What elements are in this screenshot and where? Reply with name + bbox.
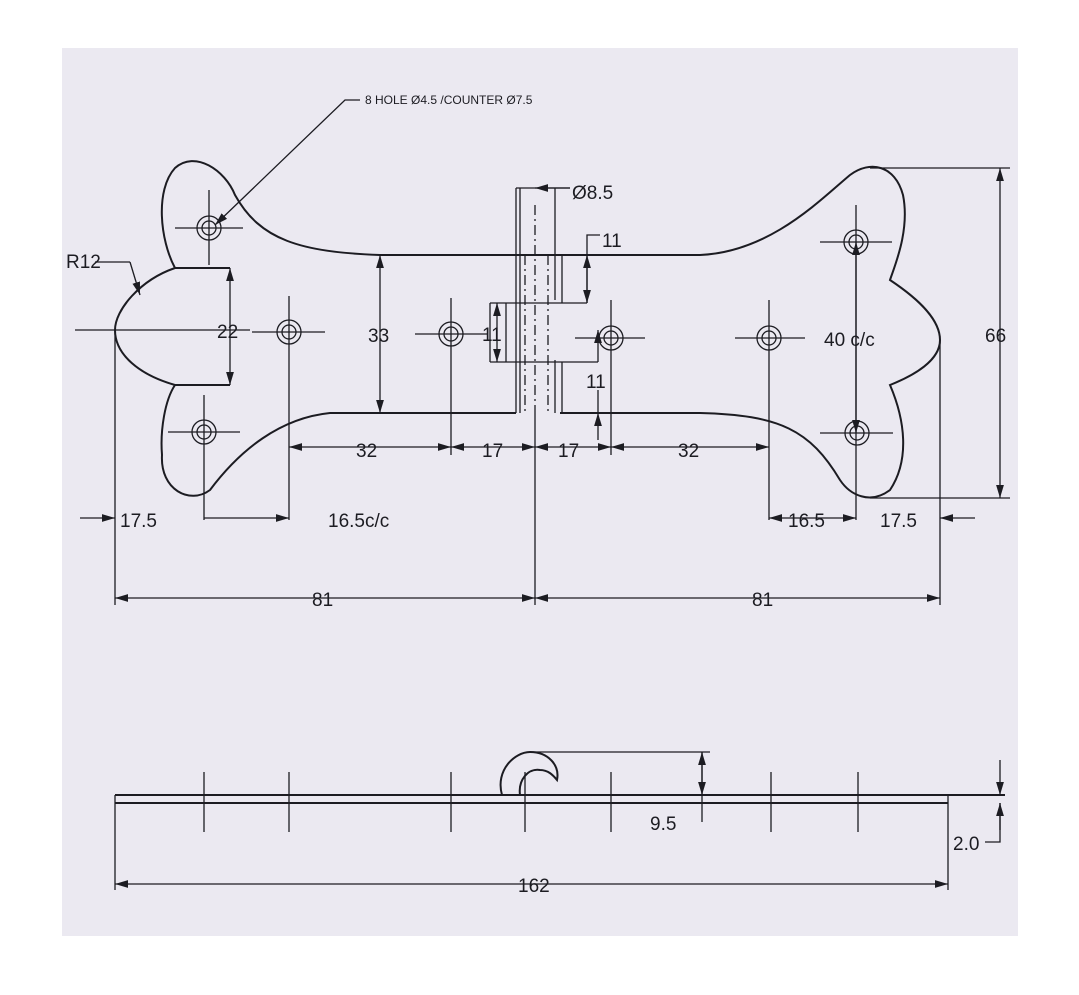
knuckle [489, 187, 598, 413]
dim-label: 11 [586, 372, 606, 393]
dim-label: 32 [356, 441, 377, 462]
dim-label: 11 [602, 231, 622, 252]
dim-label: 32 [678, 441, 699, 462]
dim-label: 11 [482, 325, 502, 346]
dim-label: 40 c/c [824, 330, 875, 351]
dim-label: 22 [217, 322, 238, 343]
dim-label: 81 [752, 590, 773, 611]
dim-label: 17 [558, 441, 579, 462]
holes [168, 190, 893, 520]
side-view [114, 750, 1005, 890]
dim-label: 162 [518, 876, 550, 897]
dim-label: 17.5 [120, 511, 157, 532]
dim-label: 17 [482, 441, 503, 462]
dim-label: 9.5 [650, 814, 676, 835]
hole-icon [175, 190, 243, 265]
dimension-lines [80, 99, 1010, 602]
dim-label: 17.5 [880, 511, 917, 532]
hole-icon [252, 296, 325, 520]
dim-label: 16.5 [788, 511, 825, 532]
hole-note: 8 HOLE Ø4.5 /COUNTER Ø7.5 [365, 93, 533, 107]
dim-label: 81 [312, 590, 333, 611]
dim-label: 16.5c/c [328, 511, 389, 532]
hole-icon [735, 300, 805, 520]
radius-label: R12 [66, 252, 101, 273]
hole-icon [415, 298, 487, 455]
dim-label: 2.0 [953, 834, 979, 855]
drawing-sheet [62, 48, 1018, 936]
pin-diameter-label: Ø8.5 [572, 183, 613, 204]
dim-label: 66 [985, 326, 1006, 347]
dim-label: 33 [368, 326, 389, 347]
hole-icon [168, 395, 240, 520]
